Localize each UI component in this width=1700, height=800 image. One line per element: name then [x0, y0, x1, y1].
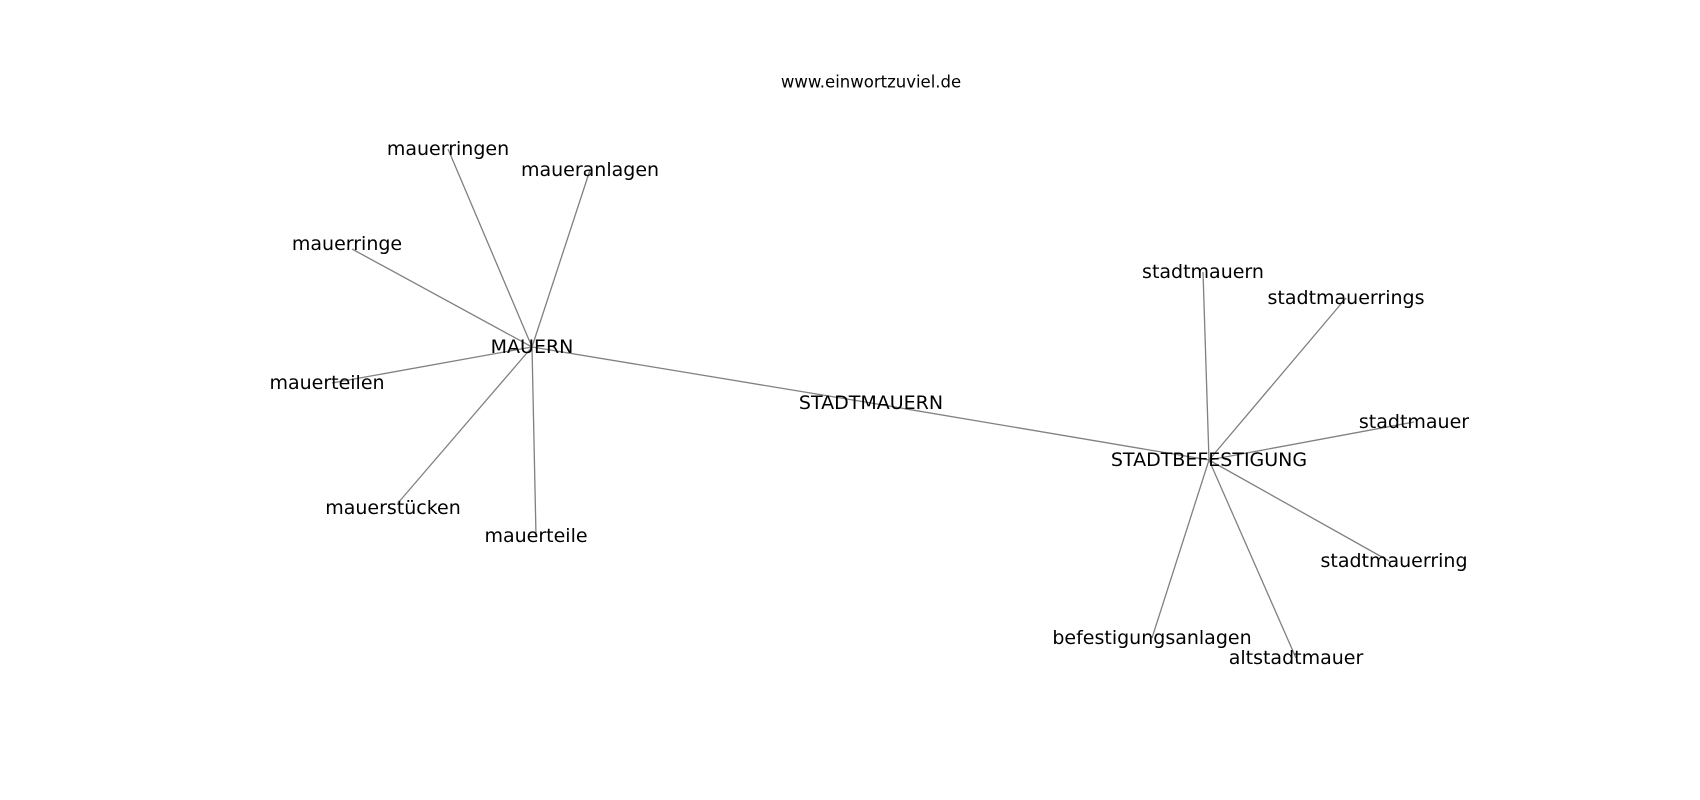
- edge-stadtbefestigung-stadtmauerrings: [1208, 297, 1347, 461]
- edge-stadtbefestigung-stadtmauern: [1202, 271, 1210, 461]
- edge-stadtbefestigung-stadtmauer: [1208, 421, 1415, 461]
- node-label-stadtmauerrings: stadtmauerrings: [1268, 287, 1425, 309]
- node-label-mauern: MAUERN: [491, 336, 574, 358]
- edge-stadtbefestigung-altstadtmauer: [1208, 459, 1297, 659]
- node-label-maueranlagen: maueranlagen: [521, 159, 659, 181]
- label-layer: STADTMAUERN MAUERN STADTBEFESTIGUNG mauerri…: [269, 138, 1469, 669]
- site-title: www.einwortzuviel.de: [781, 73, 961, 92]
- edge-mauern-maueranlagen: [531, 169, 591, 348]
- node-label-stadtmauern_c: STADTMAUERN: [799, 392, 943, 414]
- edge-stadtmauern_c-stadtbefestigung: [870, 402, 1210, 461]
- node-label-stadtmauer: stadtmauer: [1359, 411, 1469, 433]
- edge-mauern-mauerteile: [531, 346, 537, 537]
- edge-layer: [331, 148, 1415, 659]
- node-label-befestigungsanlagen: befestigungsanlagen: [1052, 627, 1251, 649]
- edge-mauern-mauerteilen: [331, 346, 533, 384]
- edge-mauern-stadtmauern_c: [531, 346, 872, 404]
- edge-stadtbefestigung-stadtmauerring: [1208, 459, 1390, 562]
- node-label-mauerteilen: mauerteilen: [269, 372, 384, 394]
- edge-mauern-mauerstuecken: [397, 346, 533, 504]
- edge-mauern-mauerringen: [447, 148, 533, 348]
- node-label-stadtmauerring: stadtmauerring: [1320, 550, 1467, 572]
- edge-mauern-mauerringe: [351, 248, 533, 348]
- node-label-stadtmauern: stadtmauern: [1142, 261, 1264, 283]
- node-label-mauerringe: mauerringe: [292, 233, 402, 255]
- node-label-mauerstuecken: mauerstücken: [325, 497, 461, 519]
- node-label-mauerringen: mauerringen: [387, 138, 509, 160]
- edge-stadtbefestigung-befestigungsanlagen: [1151, 459, 1210, 639]
- node-label-mauerteile: mauerteile: [484, 525, 587, 547]
- node-label-altstadtmauer: altstadtmauer: [1229, 647, 1364, 669]
- node-label-stadtbefestigung: STADTBEFESTIGUNG: [1111, 449, 1307, 471]
